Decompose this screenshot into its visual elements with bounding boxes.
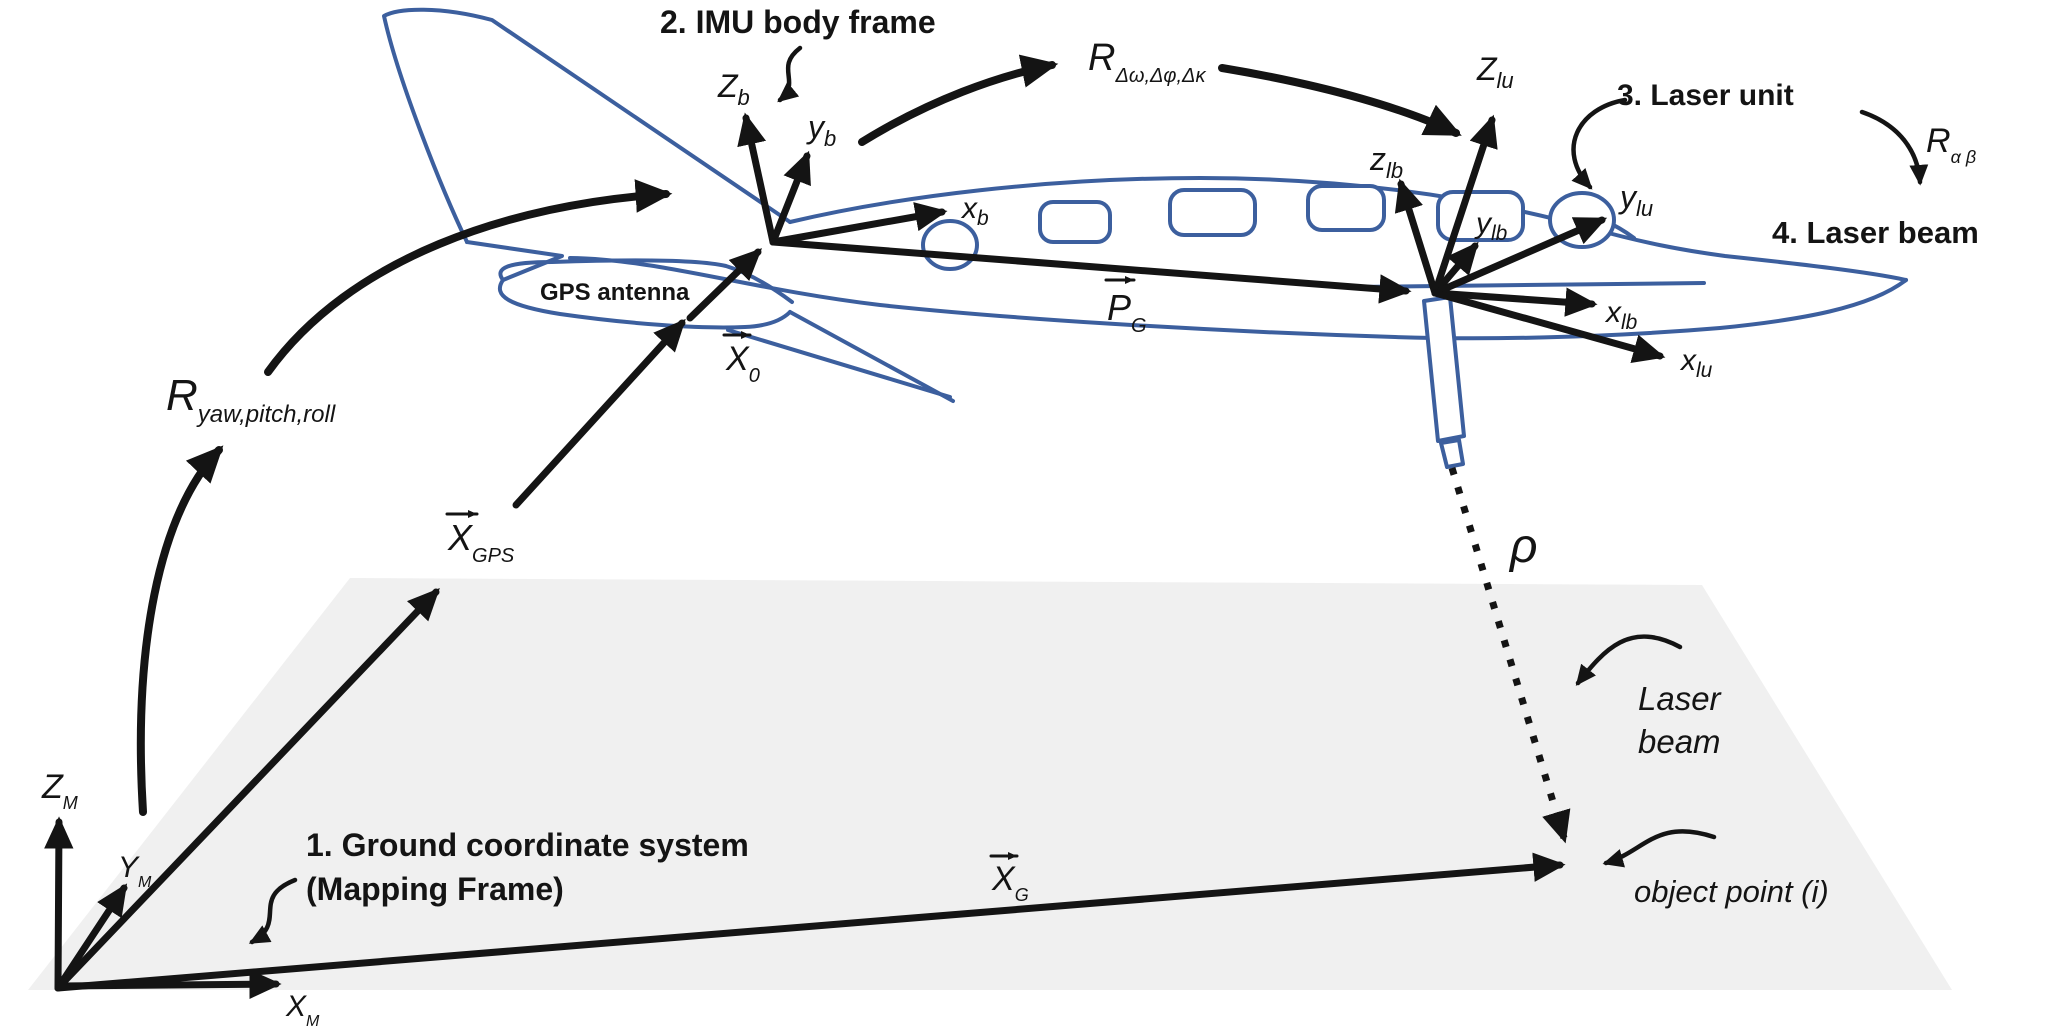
r-yaw-pitch-roll-label: Ryaw,pitch,roll [166,371,336,428]
zlb-axis-arrow [1394,178,1439,297]
laser-beam-annotation-line2: beam [1638,723,1721,760]
rho-range-label: ρ [1508,520,1538,573]
pg-vector-label: PG [1107,287,1147,337]
ground-heading-line1: 1. Ground coordinate system [306,827,749,863]
xgps-vector-label: XGPS [447,517,515,567]
laser-unit-pointer-curve [1571,97,1628,190]
window-1 [921,219,979,271]
zlu-axis-arrow [1431,114,1498,297]
wing-fairing-bottom [497,278,792,330]
xlb-axis-label: xlb [1604,296,1638,334]
window-2 [1038,200,1112,244]
mapping-frame-squiggle-pointer [248,877,298,945]
zm-axis-label: ZM [41,768,78,813]
laser-beam-squiggle-pointer [1575,634,1683,686]
xlu-axis-label: xlu [1679,344,1713,382]
laser-beam-annotation-line1: Laser [1638,680,1723,717]
laser-unit-pod-tip [1439,438,1465,469]
laser-beam-heading: 4. Laser beam [1772,215,1979,250]
xb-axis-arrow [769,202,948,246]
ryaw-arc-upper [264,179,673,376]
yb-axis-label: yb [806,109,836,151]
xg-vector-label: XG [991,860,1029,905]
zlu-axis-label: Zlu [1476,51,1514,93]
tailplane [465,240,564,282]
ylu-axis-arrow [1431,216,1608,297]
x0-vector-arrow [686,248,763,322]
xb-axis-label: xb [960,192,989,230]
r-delta-omega-phi-kappa-label: RΔω,Δφ,Δκ [1088,37,1206,87]
xlb-axis-arrow [1431,287,1598,317]
tail-fin [382,7,792,244]
ym-axis-label: YM [118,851,152,891]
r-alpha-beta-label: Rα β [1926,122,1976,167]
ground-heading-line2: (Mapping Frame) [306,871,564,907]
x0-vector-label: X0 [725,340,760,387]
xlu-axis-arrow [1431,289,1666,363]
yb-axis-arrow [769,150,811,246]
port-wing-line1 [726,328,952,399]
gps-antenna-label: GPS antenna [540,279,690,306]
ylb-axis-label: ylb [1474,207,1508,245]
laser-unit-pod [1422,295,1466,443]
ylb-axis-arrow [1431,241,1479,297]
laser-beam-dotted-line [1448,466,1571,844]
labels: 2. IMU body frame 3. Laser unit 4. Laser… [41,4,1979,1030]
xgps-vector-upper [512,318,686,509]
xgps-vector-lower [54,587,440,992]
ylu-axis-label: ylu [1618,179,1653,221]
laser-unit-heading: 3. Laser unit [1617,79,1794,112]
object-point-squiggle-pointer [1602,829,1717,868]
xg-vector-arrow [54,852,1566,992]
rdelta-arc-right [1218,64,1462,137]
object-point-label: object point (i) [1634,874,1829,909]
imu-heading: 2. IMU body frame [660,4,936,40]
zm-axis-arrow [44,816,74,992]
zb-axis-label: Zb [717,68,750,110]
fuselage-bottom [568,256,1908,341]
imu-squiggle-pointer [777,45,803,103]
rdelta-arc-left [858,54,1059,146]
arrows [44,45,1929,999]
port-wing-line2 [788,310,955,403]
fuselage-belly-line [1350,281,1706,289]
zb-axis-arrow [737,112,777,246]
pg-vector-arrow [769,238,1412,304]
ground-plane [28,578,1952,990]
ryaw-arc-lower [136,445,224,816]
zlb-axis-label: zlb [1369,141,1403,183]
ym-axis-arrow [54,883,128,992]
ralphabeta-arc [1859,109,1929,186]
window-3 [1168,188,1257,237]
window-4 [1306,184,1386,232]
xm-axis-label: XM [285,990,320,1030]
